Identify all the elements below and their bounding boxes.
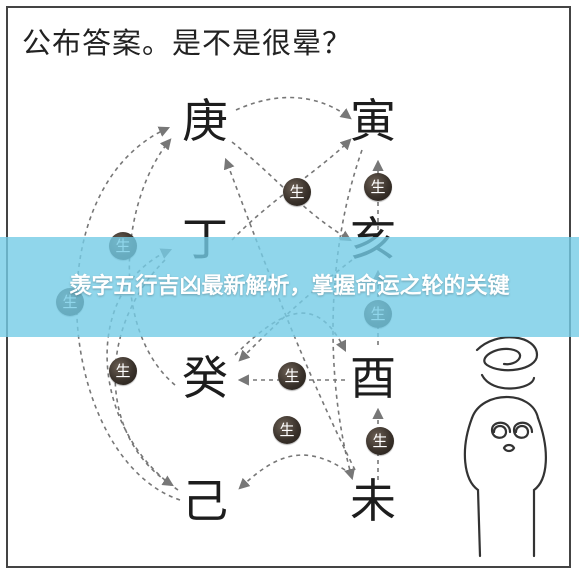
arrow-wei-to-ji bbox=[238, 454, 346, 490]
sheng-badge: 生 bbox=[364, 173, 392, 201]
sheng-badge: 生 bbox=[366, 427, 394, 455]
sheng-badge: 生 bbox=[273, 416, 301, 444]
char-you: 酉 bbox=[350, 351, 396, 405]
sheng-badge: 生 bbox=[278, 362, 306, 390]
sheng-badge: 生 bbox=[283, 178, 311, 206]
arrow-geng-to-yin bbox=[235, 96, 352, 120]
char-gui: 癸 bbox=[182, 351, 228, 405]
char-yin: 寅 bbox=[350, 94, 396, 148]
headline-banner: 羡字五行吉凶最新解析，掌握命运之轮的关键 bbox=[0, 237, 579, 337]
arrow-ding-to-ji bbox=[114, 259, 174, 487]
question-title: 公布答案。是不是很晕？ bbox=[22, 26, 353, 60]
arrow-gui-to-geng bbox=[128, 138, 176, 386]
sheng-badge: 生 bbox=[109, 357, 137, 385]
headline-title: 羡字五行吉凶最新解析，掌握命运之轮的关键 bbox=[69, 274, 510, 299]
char-wei: 未 bbox=[350, 474, 396, 528]
dizzy-figure bbox=[463, 336, 547, 558]
char-geng: 庚 bbox=[182, 94, 228, 148]
char-ji: 己 bbox=[182, 474, 228, 528]
arrow-yin-to-wei bbox=[332, 149, 363, 481]
